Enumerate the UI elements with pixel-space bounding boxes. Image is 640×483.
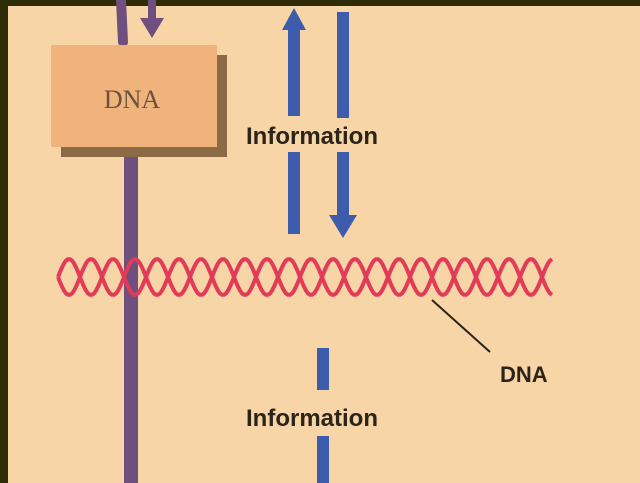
dna-label-leader-line — [432, 300, 490, 352]
bottom-information-label: Information — [246, 405, 378, 432]
information-up-arrow — [282, 8, 306, 234]
dna-box-label: DNA — [104, 85, 161, 114]
helix-dna-label: DNA — [500, 362, 548, 387]
top-small-down-arrow — [140, 0, 164, 38]
dna-box: DNA — [51, 45, 227, 157]
top-purple-connector — [121, 0, 123, 42]
top-information-label: Information — [246, 123, 378, 150]
vertical-purple-line — [124, 150, 138, 483]
